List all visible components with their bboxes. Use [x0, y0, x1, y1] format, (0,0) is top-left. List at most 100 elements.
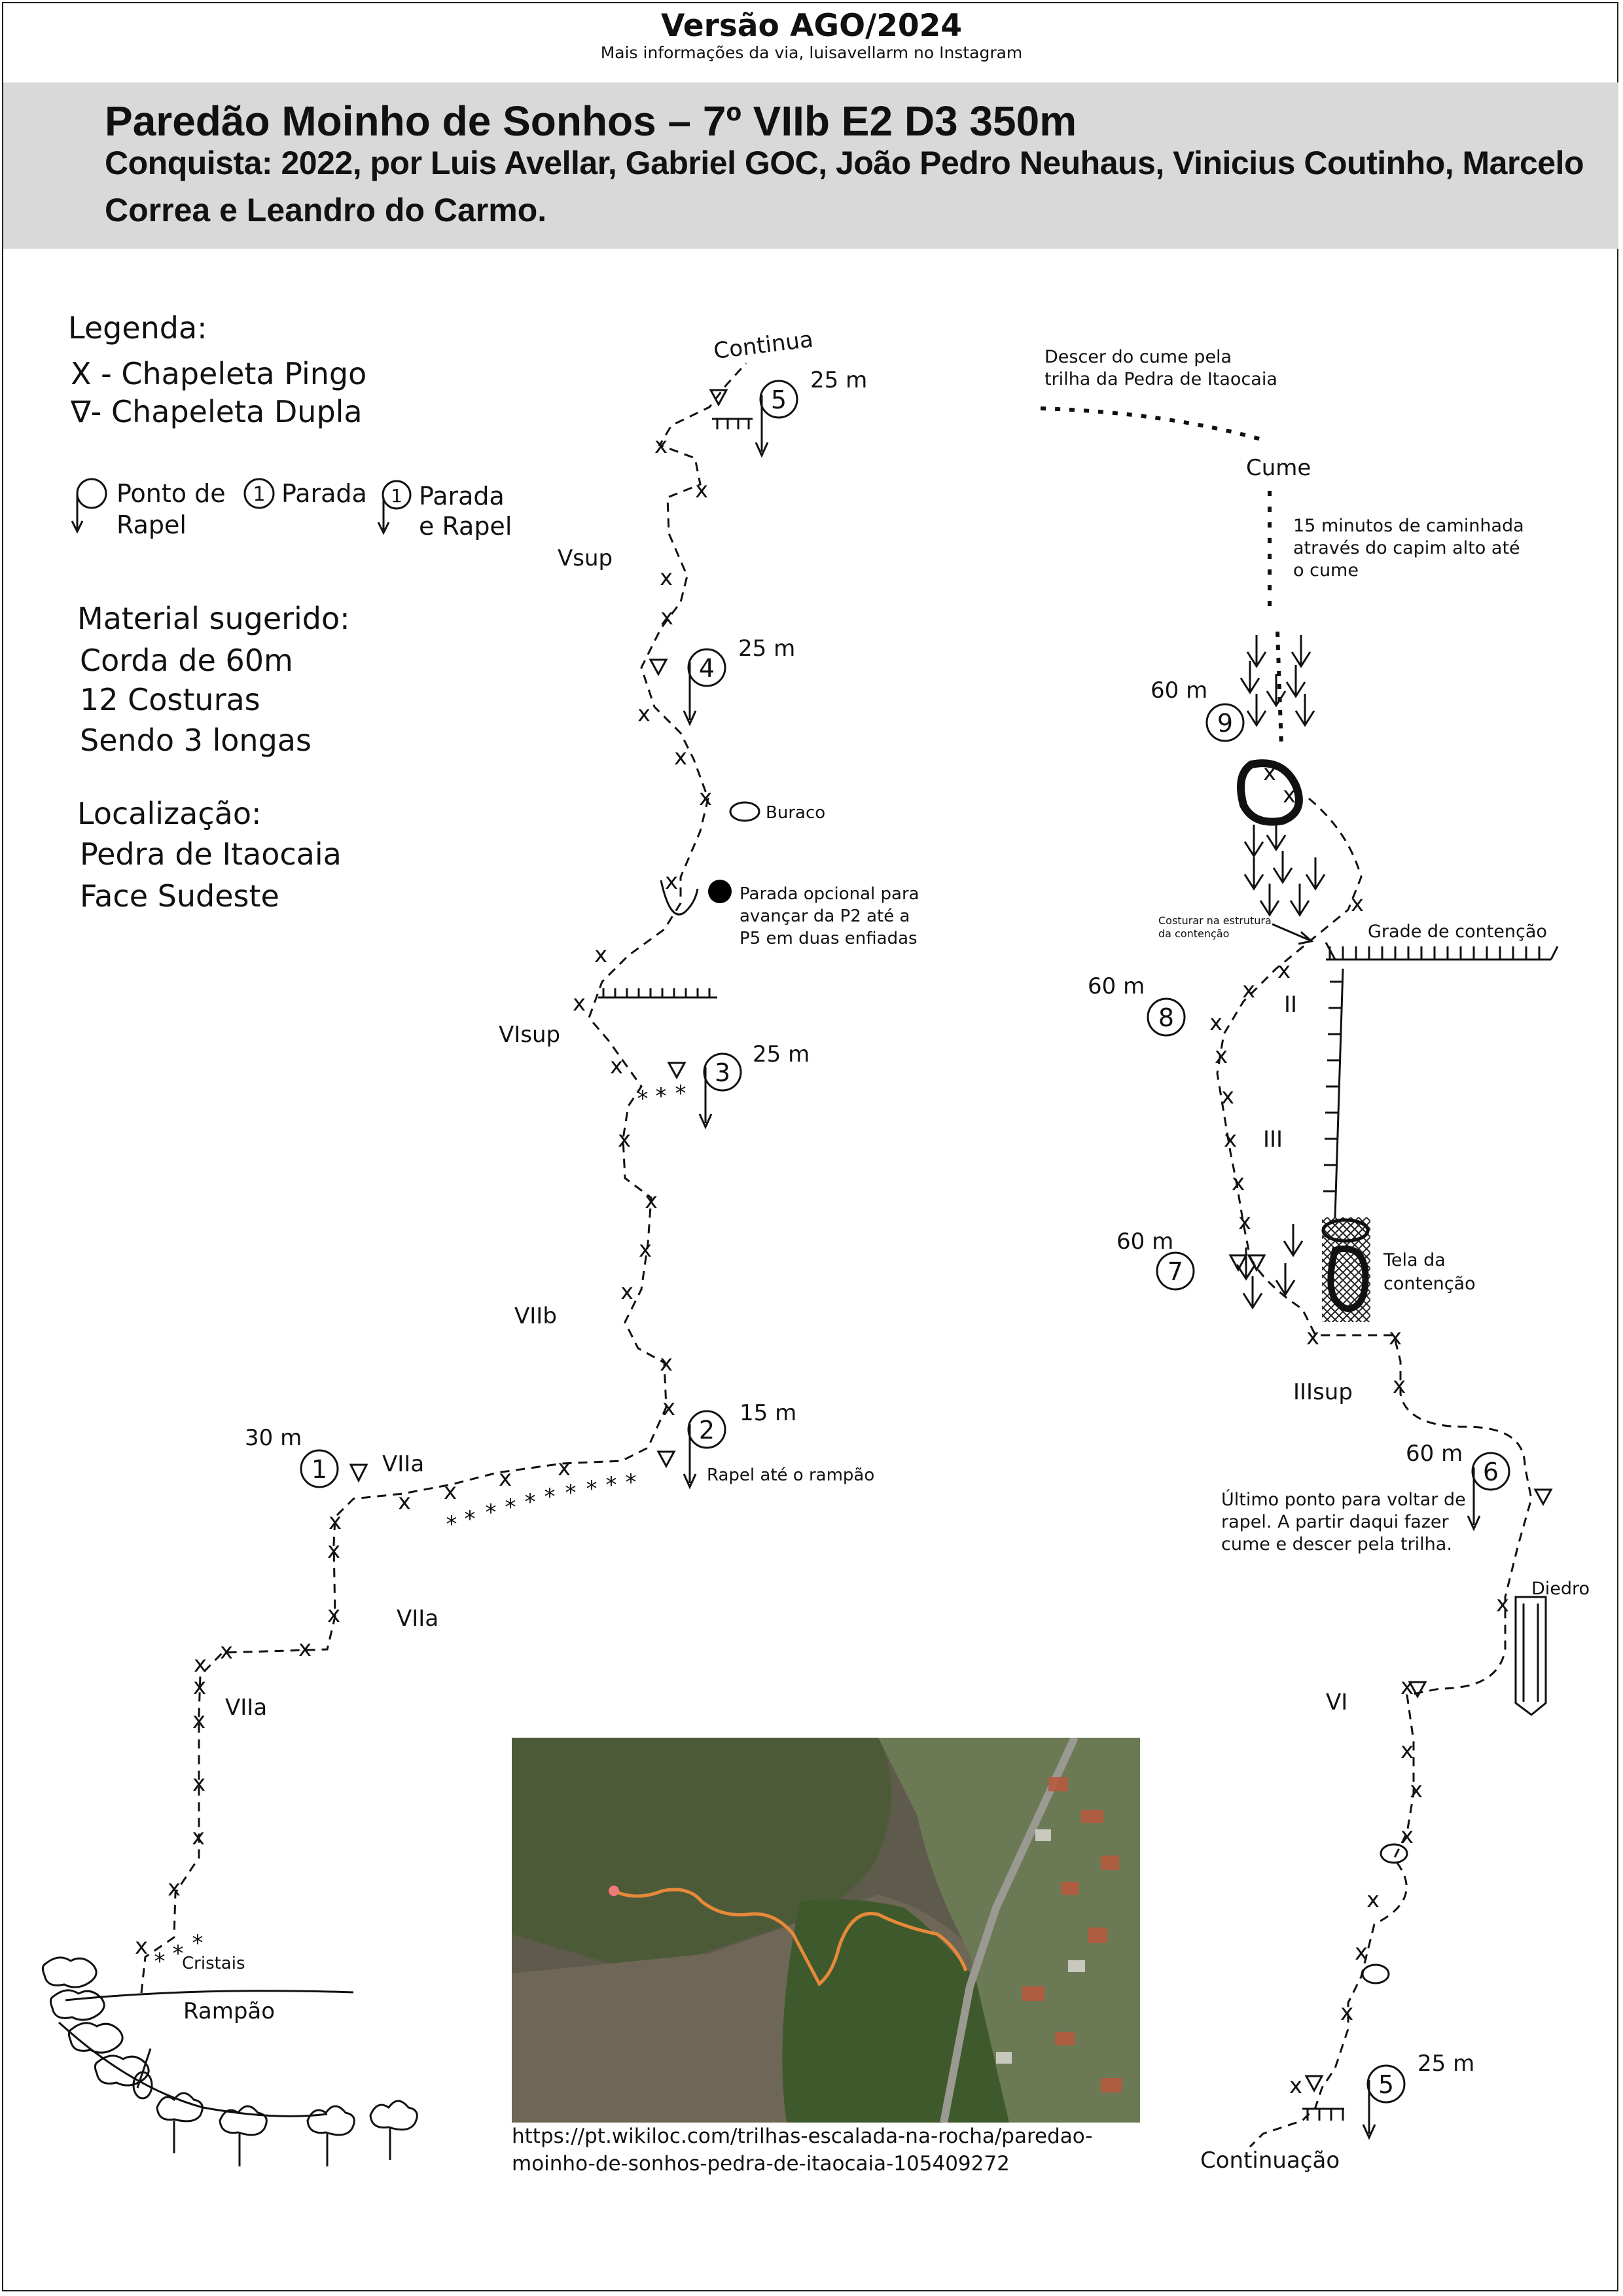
- bolt-marker: x: [1389, 1324, 1402, 1350]
- optional-note-1: Parada opcional para: [740, 884, 919, 904]
- route-line-right: [1216, 797, 1533, 2148]
- map-track: [613, 1888, 968, 1986]
- walk-note-1: 15 minutos de caminhada: [1293, 516, 1524, 536]
- bolt-marker: x: [1410, 1777, 1423, 1803]
- wikiloc-url-line-2[interactable]: moinho-de-sonhos-pedra-de-itaocaia-10540…: [512, 2152, 1010, 2176]
- legend-rapel-icon: [71, 478, 107, 534]
- asterisks: ********** *** ***: [154, 1081, 687, 1975]
- continuacao-label: Continuação: [1200, 2147, 1340, 2174]
- asterisk-marker: *: [486, 1499, 497, 1526]
- conquista-line-2: Correa e Leandro do Carmo.: [105, 192, 547, 228]
- costurar-note-1: Costurar na estrutura: [1158, 914, 1272, 927]
- station-p5b-num: 5: [1378, 2070, 1394, 2099]
- asterisk-marker: *: [544, 1484, 556, 1510]
- more-info-note: Mais informações da via, luisavellarm no…: [600, 43, 1023, 62]
- bolt-marker: x: [610, 1053, 623, 1079]
- bolt-marker: x: [573, 990, 586, 1016]
- station-p9-num: 9: [1217, 709, 1233, 738]
- route-title: Paredão Moinho de Sonhos – 7º VIIb E2 D3…: [105, 98, 1077, 145]
- asterisk-marker: *: [505, 1494, 516, 1520]
- bolt-marker: x: [618, 1126, 631, 1153]
- grade-iiisup: IIIsup: [1293, 1379, 1353, 1405]
- material-item: Corda de 60m: [80, 643, 293, 678]
- station-p9-length: 60 m: [1150, 677, 1207, 704]
- bolt-marker: x: [674, 744, 687, 770]
- stations-right: [1147, 703, 1559, 2140]
- legend-pingo: X - Chapeleta Pingo: [71, 356, 367, 391]
- version-title: Versão AGO/2024: [660, 8, 963, 44]
- legend-parada-rapel-label-2: e Rapel: [419, 512, 512, 541]
- ultimo-note-2: rapel. A partir daqui fazer: [1221, 1512, 1450, 1532]
- station-p1-num: 1: [312, 1455, 327, 1484]
- station-p8-num: 8: [1158, 1003, 1174, 1032]
- bolt-marker: x: [1340, 2000, 1353, 2026]
- bolt-marker: x: [1277, 958, 1291, 984]
- bolt-marker: x: [135, 1933, 148, 1960]
- bolt-marker: x: [168, 1875, 181, 1901]
- legend-parada-num: 1: [253, 483, 265, 506]
- location-title: Localização:: [77, 796, 262, 831]
- bolt-marker: x: [695, 477, 708, 503]
- asterisk-marker: *: [525, 1489, 536, 1515]
- bolt-marker: x: [220, 1638, 233, 1664]
- station-p7-length: 60 m: [1116, 1229, 1173, 1255]
- station-p3-num: 3: [715, 1058, 730, 1087]
- bolt-marker: x: [654, 433, 668, 459]
- satellite-map: [512, 1738, 1140, 2123]
- rampao-drawing: [41, 1956, 354, 2117]
- ultimo-note-1: Último ponto para voltar de: [1221, 1489, 1466, 1510]
- descent-note-1: Descer do cume pela: [1044, 347, 1232, 367]
- bolt-marker: x: [1283, 782, 1296, 808]
- bolt-marker: x: [1289, 2073, 1302, 2099]
- tree-icons: [156, 2092, 418, 2166]
- grade-iii: III: [1263, 1126, 1283, 1153]
- bolt-marker: x: [660, 1350, 673, 1376]
- bolt-marker: x: [298, 1636, 312, 1662]
- asterisk-marker: *: [586, 1476, 597, 1502]
- asterisk-marker: *: [173, 1941, 184, 1967]
- station-p5-length: 25 m: [810, 367, 867, 393]
- station-p4-num: 4: [699, 654, 715, 683]
- location-line: Pedra de Itaocaia: [80, 836, 342, 872]
- bolt-marker: x: [192, 1708, 205, 1734]
- boulder: [1237, 759, 1303, 826]
- bolt-marker: x: [660, 565, 673, 591]
- bolt-marker: x: [1232, 1170, 1245, 1196]
- wikiloc-url-line-1[interactable]: https://pt.wikiloc.com/trilhas-escalada-…: [512, 2125, 1093, 2148]
- grade-contencao-label: Grade de contenção: [1368, 922, 1547, 942]
- bolt-marker: x: [1221, 1083, 1234, 1109]
- bolt-marker: x: [637, 701, 651, 727]
- bolt-marker: x: [1400, 1674, 1414, 1700]
- asterisk-marker: *: [465, 1506, 476, 1532]
- bolt-marker: x: [1400, 1738, 1414, 1764]
- asterisk-marker: *: [626, 1469, 637, 1496]
- descent-note-2: trilha da Pedra de Itaocaia: [1044, 369, 1277, 389]
- p2-rapel-note: Rapel até o rampão: [707, 1465, 874, 1485]
- bolt-marker: x: [1355, 1939, 1368, 1965]
- legend-dupla: ∇- Chapeleta Dupla: [71, 394, 363, 429]
- bolt-marker: x: [639, 1236, 652, 1263]
- station-p1-length: 30 m: [245, 1425, 302, 1451]
- bolt-marker: x: [620, 1279, 633, 1305]
- grade-vsup: Vsup: [558, 545, 613, 571]
- legend-rapel-label-2: Rapel: [116, 511, 187, 539]
- station-p6-length: 60 m: [1406, 1441, 1463, 1467]
- grade-visup: VIsup: [499, 1022, 560, 1048]
- bolt-marker: x: [1209, 1010, 1222, 1036]
- bolt-marker: x: [327, 1537, 340, 1564]
- grade-viia: VIIa: [382, 1451, 424, 1477]
- station-p6-num: 6: [1483, 1458, 1499, 1486]
- bolt-marker: x: [1400, 1823, 1414, 1849]
- legend-parada-rapel-num: 1: [391, 485, 402, 507]
- station-p2-length: 15 m: [740, 1400, 796, 1426]
- grade-ii: II: [1284, 992, 1297, 1018]
- costurar-note-2: da contenção: [1158, 927, 1229, 940]
- bolt-marker: x: [1238, 1209, 1251, 1235]
- buraco-label: Buraco: [766, 803, 825, 823]
- station-p8-length: 60 m: [1088, 973, 1145, 999]
- walk-note-2: através do capim alto até: [1293, 538, 1520, 558]
- bolt-marker: x: [194, 1651, 207, 1677]
- cume-label: Cume: [1246, 455, 1311, 481]
- station-p7-num: 7: [1168, 1257, 1183, 1286]
- bolt-marker: x: [1242, 977, 1255, 1003]
